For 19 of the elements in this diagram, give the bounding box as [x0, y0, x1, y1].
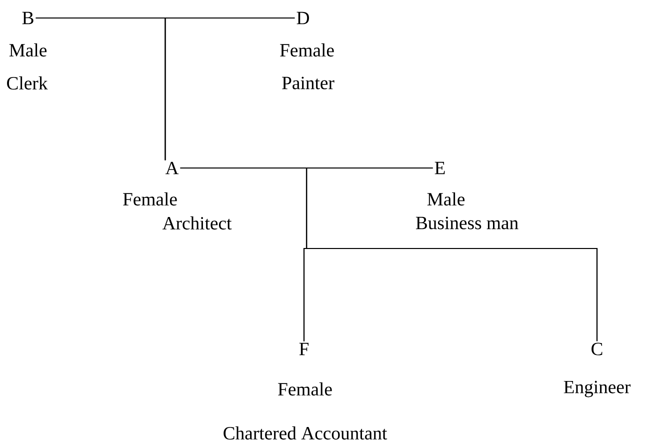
person-label: Clerk [7, 76, 48, 90]
person-letter: D [296, 12, 309, 24]
person-label: Female [123, 192, 177, 206]
person-label: Business man [416, 216, 518, 230]
person-letter: A [165, 162, 179, 174]
person-label: Chartered Accountant [224, 426, 388, 440]
person-letter: E [434, 162, 445, 174]
family-line [306, 167, 598, 342]
family-line [164, 17, 295, 160]
person-label: Female [280, 43, 334, 57]
person-label: Male [427, 192, 465, 206]
person-letter: C [592, 342, 602, 356]
person-label: Female [278, 382, 332, 396]
person-label: Engineer [564, 380, 631, 398]
person-label: Architect [162, 216, 232, 230]
person-label: Male [9, 43, 47, 57]
person-label: Painter [282, 76, 334, 90]
person-letter: B [22, 12, 34, 24]
person-letter: F [299, 342, 309, 356]
